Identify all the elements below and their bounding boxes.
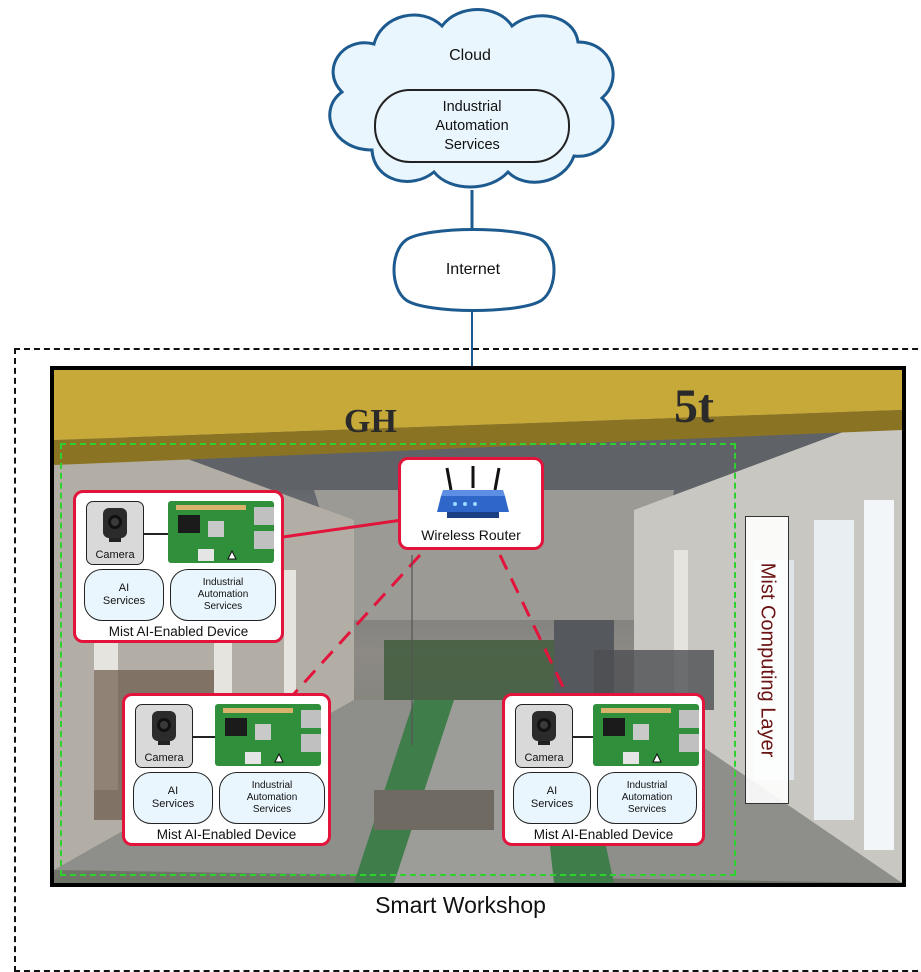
automation-services-node: Industrial Automation Services xyxy=(597,772,697,824)
mist-device-1[interactable]: Camera AI Services Industrial Automation… xyxy=(73,490,284,643)
router-device-links xyxy=(282,518,568,745)
automation-services-node: Industrial Automation Services xyxy=(219,772,325,824)
router-link-device-1 xyxy=(282,518,403,539)
ai-services-label: AI Services xyxy=(102,582,146,607)
camera-label: Camera xyxy=(524,752,564,764)
router-label: Wireless Router xyxy=(421,527,521,543)
camera-board-link xyxy=(144,533,168,535)
router-link-device-2 xyxy=(290,553,422,698)
camera-icon xyxy=(152,711,176,745)
router-link-device-3 xyxy=(498,554,568,694)
internet-shape xyxy=(392,228,556,312)
mist-computing-layer-label: Mist Computing Layer xyxy=(745,516,789,804)
ai-services-label: AI Services xyxy=(530,785,574,810)
automation-services-node: Industrial Automation Services xyxy=(170,569,276,621)
camera-icon xyxy=(103,508,127,542)
camera-node: Camera xyxy=(515,704,573,768)
device-title: Mist AI-Enabled Device xyxy=(156,827,297,842)
cloud-internet-link xyxy=(470,190,474,232)
ai-services-node: AI Services xyxy=(133,772,213,824)
smart-workshop-label: Smart Workshop xyxy=(375,892,546,918)
camera-board-link xyxy=(193,736,215,738)
internet-label: Internet xyxy=(445,261,501,278)
mist-layer-text: Mist Computing Layer xyxy=(756,562,779,758)
crane-capacity-mark: 5t xyxy=(674,380,714,433)
wireless-router-node[interactable]: Wireless Router xyxy=(398,457,544,550)
crane-logo-mark: GH xyxy=(344,403,397,440)
camera-icon xyxy=(532,711,556,745)
mist-device-3[interactable]: Camera AI Services Industrial Automation… xyxy=(502,693,705,846)
ai-services-label: AI Services xyxy=(151,785,195,810)
mist-device-2[interactable]: Camera AI Services Industrial Automation… xyxy=(122,693,331,846)
cloud-automation-services: Industrial Automation Services xyxy=(374,89,570,163)
wireless-router-icon xyxy=(437,466,509,518)
cloud-label: Cloud xyxy=(449,47,491,64)
device-title: Mist AI-Enabled Device xyxy=(108,624,249,639)
raspberry-pi-board-icon xyxy=(215,704,321,766)
raspberry-pi-board-icon xyxy=(593,704,699,766)
raspberry-pi-board-icon xyxy=(168,501,274,563)
camera-board-link xyxy=(573,736,593,738)
automation-services-label: Industrial Automation Services xyxy=(621,780,673,815)
camera-node: Camera xyxy=(86,501,144,565)
automation-services-label: Industrial Automation Services xyxy=(246,780,298,815)
cloud-service-label: Industrial Automation Services xyxy=(435,98,509,153)
ai-services-node: AI Services xyxy=(513,772,591,824)
camera-label: Camera xyxy=(144,752,184,764)
automation-services-label: Industrial Automation Services xyxy=(197,577,249,612)
camera-label: Camera xyxy=(95,549,135,561)
camera-node: Camera xyxy=(135,704,193,768)
ai-services-node: AI Services xyxy=(84,569,164,621)
mist-layer-boundary xyxy=(60,443,736,876)
device-title: Mist AI-Enabled Device xyxy=(533,827,674,842)
